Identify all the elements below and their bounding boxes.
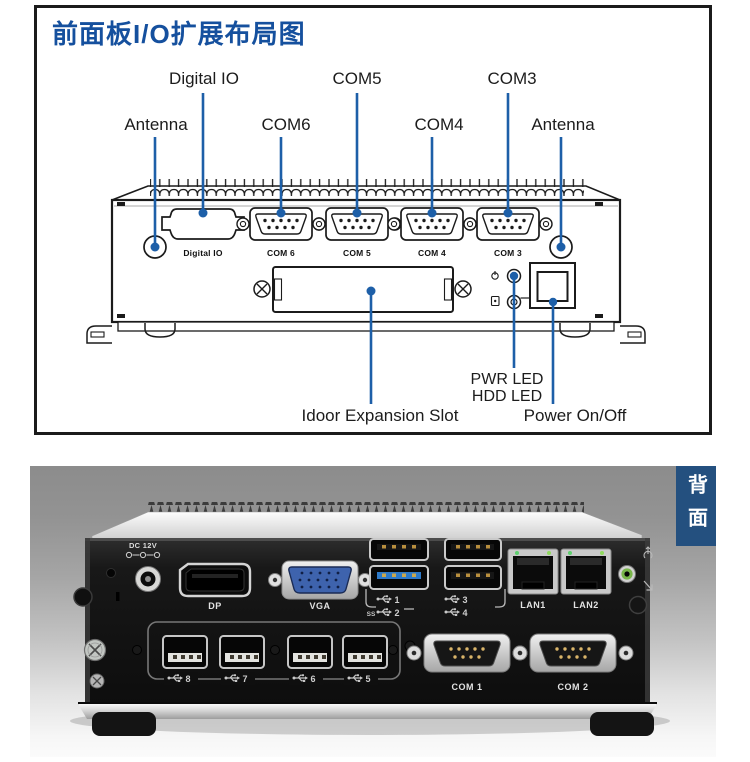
callout-antenna-right: Antenna: [531, 115, 595, 134]
callout-com4: COM4: [414, 115, 464, 134]
rear-panel-photo-art: 1 SS 2 3 4: [70, 502, 670, 736]
lan2-label: LAN2: [573, 600, 599, 610]
usb3-label: 3: [462, 595, 467, 605]
rubber-foot-right: [590, 712, 654, 736]
usb7-label: 7: [242, 674, 247, 684]
usb4-label: 4: [462, 608, 467, 618]
usb-ss-label: SS: [367, 611, 376, 618]
usb-stack-1: [369, 538, 429, 590]
usb-port-5: [342, 635, 388, 669]
vga-port: [268, 560, 372, 600]
grounding-screws: [83, 638, 107, 689]
dp-label: DP: [208, 601, 222, 611]
dc-power-jack: [106, 551, 161, 601]
com2-port: [512, 633, 634, 673]
callout-antenna-left: Antenna: [124, 115, 188, 134]
com2-label: COM 2: [557, 682, 588, 692]
usb-numbering-top: 1 SS 2 3 4: [365, 589, 506, 618]
rear-panel-photo: 1 SS 2 3 4: [30, 466, 716, 757]
callout-digital-io: Digital IO: [169, 69, 239, 88]
usb6-label: 6: [310, 674, 315, 684]
usb-port-6: [287, 635, 333, 669]
usb1-label: 1: [394, 595, 399, 605]
arrow-icon: [643, 580, 653, 591]
usb2-label: 2: [394, 608, 399, 618]
rubber-foot-left: [92, 712, 156, 736]
callout-hdd-led: HDD LED: [471, 388, 543, 405]
lan1-label: LAN1: [520, 600, 546, 610]
displayport: [178, 562, 252, 598]
diagram-title: 前面板I/O扩展布局图: [52, 19, 306, 49]
vga-label: VGA: [309, 601, 330, 611]
chassis-base: [78, 704, 657, 719]
lan-ports: [507, 548, 612, 595]
usb-port-8: [162, 635, 208, 669]
callout-pwr-led: PWR LED: [470, 371, 544, 388]
line-out-icon: [643, 546, 653, 559]
usb8-label: 8: [185, 674, 190, 684]
panel-hole-right: [628, 595, 648, 615]
usb-stack-2: [444, 538, 502, 590]
com1-label: COM 1: [451, 682, 482, 692]
com1-port: [406, 633, 528, 673]
callout-com5: COM5: [332, 69, 382, 88]
callout-power-onoff: Power On/Off: [523, 406, 627, 425]
usb5-label: 5: [365, 674, 370, 684]
usb-port-7: [219, 635, 265, 669]
usb-group-bottom: 8 7 6 5: [132, 621, 401, 685]
rear-view-tab: 背面: [676, 466, 716, 546]
callout-expansion-slot: Idoor Expansion Slot: [301, 406, 459, 425]
panel-hole-left: [73, 587, 93, 607]
callout-com3: COM3: [487, 69, 537, 88]
callout-com6: COM6: [261, 115, 311, 134]
audio-jack: [618, 565, 636, 583]
dc-label: DC 12V: [129, 541, 157, 550]
